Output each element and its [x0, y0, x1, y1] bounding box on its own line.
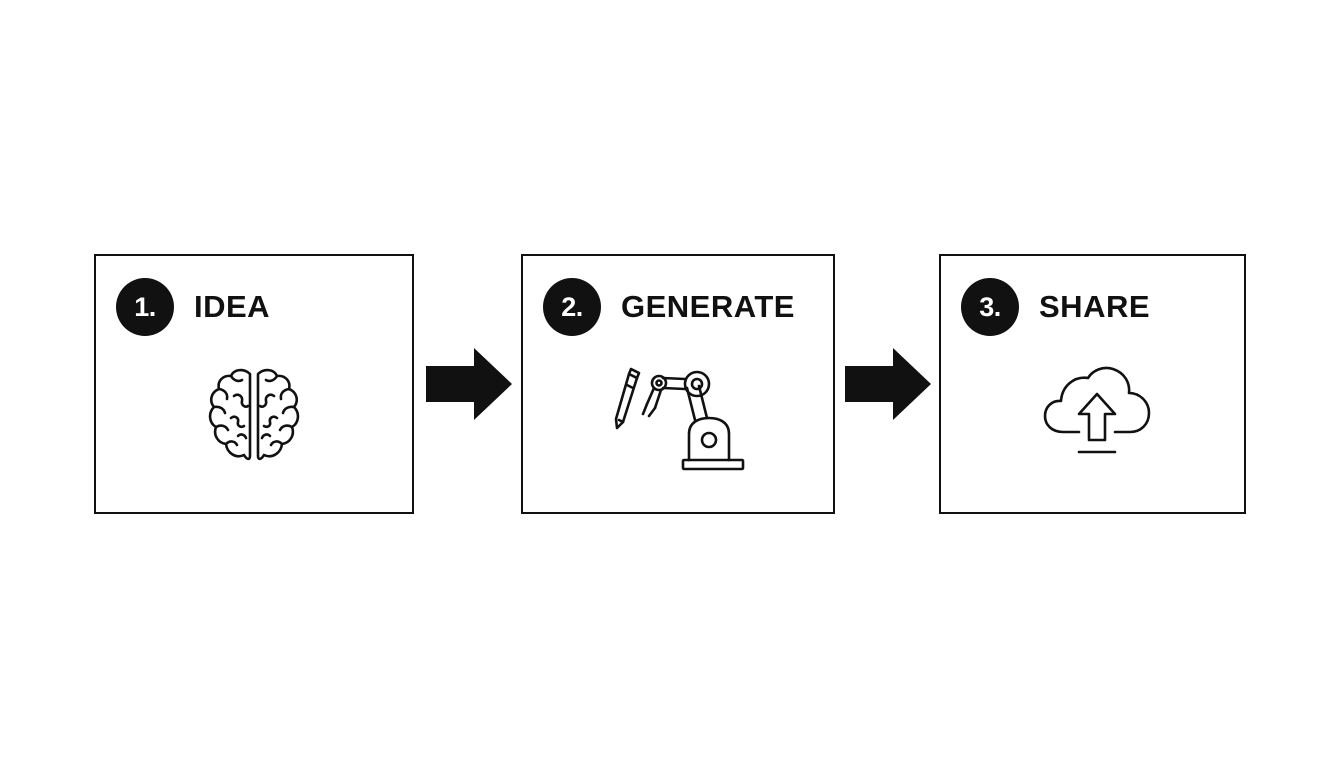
arrow-right-icon [845, 348, 931, 420]
arrow-right-icon [426, 348, 512, 420]
cloud-upload-icon [1043, 366, 1151, 454]
step-2-title: GENERATE [621, 289, 795, 324]
step-2-generate-box: 2. GENERATE [521, 254, 835, 514]
step-1-number-badge: 1. [116, 278, 174, 336]
step-2-number-badge: 2. [543, 278, 601, 336]
step-1-idea-box: 1. IDEA [94, 254, 414, 514]
brain-icon [208, 368, 300, 461]
robot-arm-pen-icon [614, 367, 745, 471]
step-1-header: 1. IDEA [116, 278, 270, 336]
step-1-title: IDEA [194, 289, 271, 324]
step-3-header: 3. SHARE [961, 278, 1150, 336]
step-3-title: SHARE [1039, 289, 1151, 324]
step-3-share-box: 3. SHARE [939, 254, 1246, 514]
step-2-header: 2. GENERATE [543, 278, 795, 336]
step-3-number-badge: 3. [961, 278, 1019, 336]
